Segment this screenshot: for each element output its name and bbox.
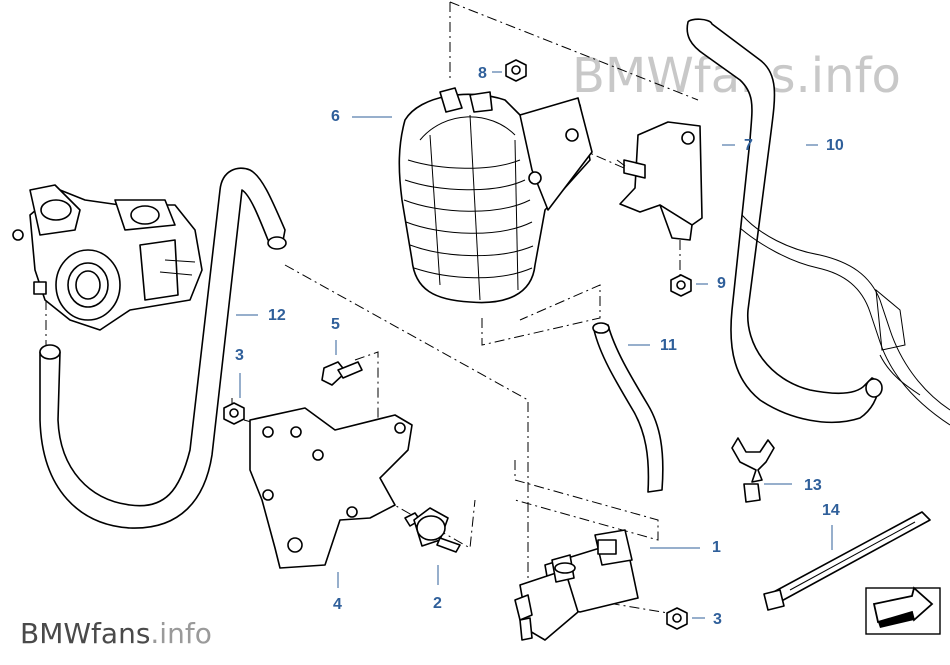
hose-11 xyxy=(592,322,664,493)
callout-1: 1 xyxy=(712,539,721,556)
nut-3-upper xyxy=(223,402,245,425)
callout-9: 9 xyxy=(717,275,726,292)
vacuum-reservoir-6 xyxy=(398,87,593,304)
bracket-7 xyxy=(616,121,703,241)
callout-11: 11 xyxy=(660,337,677,354)
turbocharger xyxy=(12,184,203,331)
callout-10: 10 xyxy=(826,137,844,154)
nut-8 xyxy=(505,59,527,82)
bracket-4 xyxy=(249,407,413,569)
callout-14: 14 xyxy=(822,502,840,519)
callout-5: 5 xyxy=(331,316,340,333)
callouts: 1 2 3 3 4 5 6 7 8 9 10 11 12 13 14 xyxy=(235,65,844,628)
background-hose xyxy=(739,214,950,426)
callout-3b: 3 xyxy=(713,611,722,628)
orientation-arrow-icon xyxy=(865,586,941,635)
callout-12: 12 xyxy=(268,307,286,324)
rubber-mount-2 xyxy=(404,507,461,553)
callout-13: 13 xyxy=(804,477,822,494)
nut-9 xyxy=(670,274,692,297)
nut-3-lower xyxy=(666,607,688,630)
clip-13 xyxy=(731,437,775,503)
bolt-5 xyxy=(321,361,363,386)
watermark-bottom: BMWfans.info xyxy=(20,617,212,650)
callout-3a: 3 xyxy=(235,347,244,364)
pressure-converter-1 xyxy=(514,529,639,641)
hose-12 xyxy=(39,167,287,529)
callout-4: 4 xyxy=(333,596,342,613)
callout-6: 6 xyxy=(331,108,340,125)
callout-2: 2 xyxy=(433,595,442,612)
hose-10 xyxy=(686,18,883,424)
callout-8: 8 xyxy=(478,65,487,82)
callout-7: 7 xyxy=(744,137,753,154)
cable-tie-14 xyxy=(763,511,931,611)
